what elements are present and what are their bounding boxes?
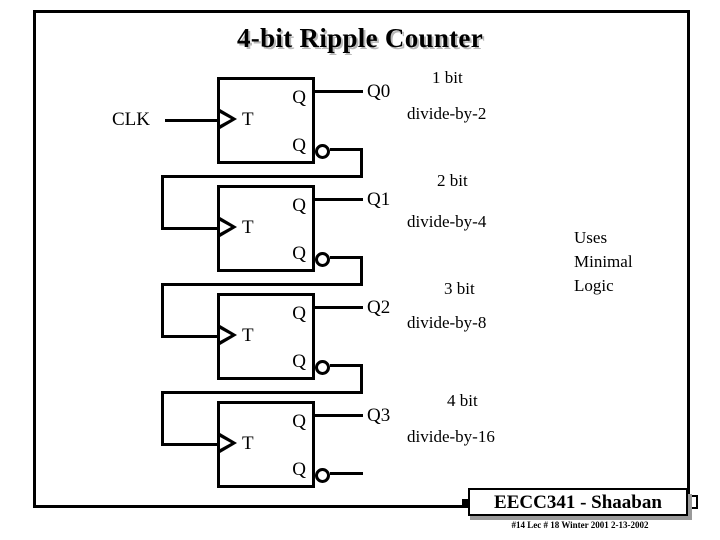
note-line-2: Logic bbox=[574, 276, 614, 295]
q-output-label-0: Q bbox=[292, 87, 306, 108]
clk-label: CLK bbox=[112, 109, 150, 130]
clock-triangle-inner-1 bbox=[220, 221, 231, 233]
qbar-wire-1 bbox=[330, 256, 363, 259]
feedback-drop-1 bbox=[161, 283, 164, 338]
q-output-wire-2 bbox=[315, 306, 363, 309]
q-output-wire-0 bbox=[315, 90, 363, 93]
feedback-down-0 bbox=[360, 148, 363, 178]
bit-label-3: 4 bit bbox=[447, 391, 478, 410]
footer-banner: EECC341 - Shaaban #14 Lec # 18 Winter 20… bbox=[462, 487, 702, 537]
inversion-bubble-icon-3 bbox=[315, 468, 330, 483]
q-output-name-1: Q1 bbox=[367, 189, 391, 210]
t-input-label-3: T bbox=[242, 433, 254, 454]
slide-border bbox=[33, 10, 690, 508]
divide-label-2: divide-by-8 bbox=[407, 313, 487, 332]
feedback-down-1 bbox=[360, 256, 363, 286]
qbar-wire-3 bbox=[330, 472, 363, 475]
t-input-label-1: T bbox=[242, 217, 254, 238]
q-output-wire-1 bbox=[315, 198, 363, 201]
bit-label-2: 3 bit bbox=[444, 279, 475, 298]
inversion-bubble-icon-0 bbox=[315, 144, 330, 159]
inversion-bubble-icon-2 bbox=[315, 360, 330, 375]
feedback-drop-2 bbox=[161, 391, 164, 446]
feedback-drop-0 bbox=[161, 175, 164, 230]
qbar-wire-2 bbox=[330, 364, 363, 367]
flipflop-block-2: T Q Q bbox=[217, 293, 315, 380]
feedback-down-2 bbox=[360, 364, 363, 394]
q-output-name-3: Q3 bbox=[367, 405, 391, 426]
q-output-name-0: Q0 bbox=[367, 81, 391, 102]
divide-label-1: divide-by-4 bbox=[407, 212, 487, 231]
qbar-output-label-3: Q bbox=[292, 459, 306, 480]
q-output-wire-3 bbox=[315, 414, 363, 417]
clock-triangle-inner-0 bbox=[220, 113, 231, 125]
feedback-into-t-1 bbox=[161, 335, 220, 338]
qbar-output-label-2: Q bbox=[292, 351, 306, 372]
page-title: 4-bit Ripple Counter bbox=[236, 23, 483, 53]
note-line-1: Minimal bbox=[574, 252, 633, 271]
feedback-into-t-2 bbox=[161, 443, 220, 446]
flipflop-block-3: T Q Q bbox=[217, 401, 315, 488]
qbar-wire-0 bbox=[330, 148, 363, 151]
feedback-left-0 bbox=[161, 175, 363, 178]
clock-triangle-inner-2 bbox=[220, 329, 231, 341]
flipflop-block-0: T Q Q bbox=[217, 77, 315, 164]
course-label: EECC341 - Shaaban bbox=[494, 492, 662, 513]
feedback-into-t-0 bbox=[161, 227, 220, 230]
feedback-left-2 bbox=[161, 391, 363, 394]
clk-input-wire bbox=[165, 119, 220, 122]
q-output-label-3: Q bbox=[292, 411, 306, 432]
t-input-label-2: T bbox=[242, 325, 254, 346]
divide-label-0: divide-by-2 bbox=[407, 104, 487, 123]
flipflop-block-1: T Q Q bbox=[217, 185, 315, 272]
bit-label-1: 2 bit bbox=[437, 171, 468, 190]
note-line-0: Uses bbox=[574, 228, 608, 247]
t-input-label-0: T bbox=[242, 109, 254, 130]
divide-label-3: divide-by-16 bbox=[407, 427, 495, 446]
banner-box: EECC341 - Shaaban bbox=[468, 488, 688, 516]
inversion-bubble-icon-1 bbox=[315, 252, 330, 267]
q-output-name-2: Q2 bbox=[367, 297, 391, 318]
qbar-output-label-0: Q bbox=[292, 135, 306, 156]
minimal-logic-note: Uses Minimal Logic bbox=[574, 226, 633, 298]
clock-triangle-inner-3 bbox=[220, 437, 231, 449]
feedback-left-1 bbox=[161, 283, 363, 286]
q-output-label-2: Q bbox=[292, 303, 306, 324]
bit-label-0: 1 bit bbox=[432, 68, 463, 87]
qbar-output-label-1: Q bbox=[292, 243, 306, 264]
q-output-label-1: Q bbox=[292, 195, 306, 216]
lecture-details: #14 Lec # 18 Winter 2001 2-13-2002 bbox=[511, 520, 649, 530]
